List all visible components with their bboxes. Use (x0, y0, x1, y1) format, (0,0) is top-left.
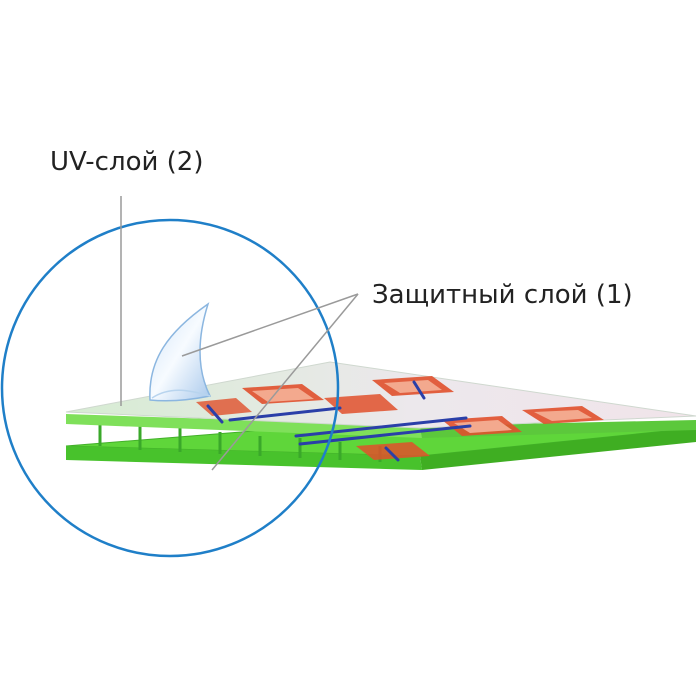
film-printing (196, 376, 604, 462)
magnifier-circle (0, 218, 340, 558)
uv-layer-label: UV-слой (2) (50, 147, 204, 177)
protective-layer-label: Защитный слой (1) (372, 280, 633, 310)
leader-lines (120, 196, 359, 471)
peeling-film-corner-icon (149, 302, 212, 402)
